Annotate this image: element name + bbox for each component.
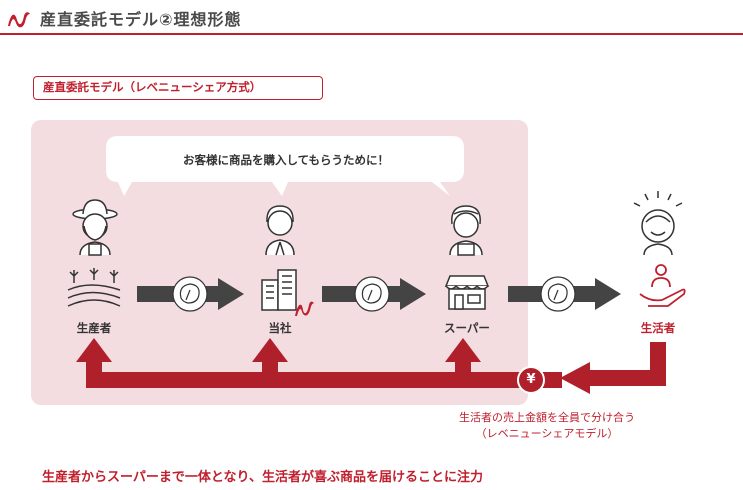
company-building-icon [261,269,314,316]
farmer-icon [72,199,118,256]
revenue-note-line1: 生活者の売上金額を全員で分け合う [459,411,635,424]
company-staff-icon [265,205,295,256]
bottom-message: 生産者からスーパーまで一体となり、生活者が喜ぶ商品を届けることに注力 [42,470,483,485]
supermarket-icon [444,275,490,310]
supermarket-staff-icon [449,205,483,256]
flow-arrow-company-to-supermarket [322,276,426,312]
revenue-note-line2: （レベニューシェアモデル） [475,427,619,440]
hand-person-icon [639,264,686,307]
header-divider [0,33,743,35]
page-title: 産直委託モデル②理想形態 [40,10,242,29]
yen-icon [517,366,545,394]
consumer-icon [633,191,683,256]
revenue-flow-arrows [76,338,666,394]
yen-symbol: ¥ [526,372,536,387]
flow-arrow-supermarket-to-consumer [508,276,621,312]
actor-label-producer: 生産者 [76,321,112,335]
field-icon [67,268,121,307]
actor-label-supermarket: スーパー [444,321,490,335]
actor-label-company: 当社 [268,321,292,335]
actor-label-consumer: 生活者 [640,321,676,335]
model-tag: 産直委託モデル（レベニューシェア方式） [33,76,323,100]
brand-logo-icon [8,12,30,28]
flow-arrow-producer-to-company [137,276,244,312]
speech-bubble [106,136,464,196]
speech-bubble-text: お客様に商品を購入してもらうために！ [182,153,390,167]
